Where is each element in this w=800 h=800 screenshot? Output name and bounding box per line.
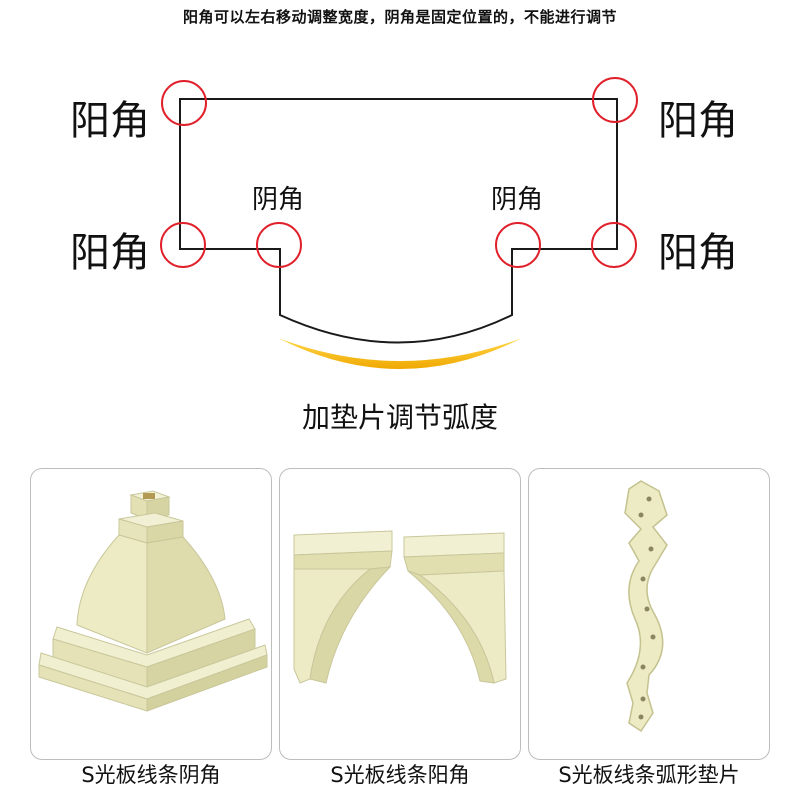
corner-circle-inner-right bbox=[495, 222, 541, 268]
curved-shim-image bbox=[624, 480, 668, 733]
product-card-inner-corner bbox=[30, 468, 272, 760]
header-note: 阳角可以左右移动调整宽度，阴角是固定位置的，不能进行调节 bbox=[182, 8, 617, 26]
corner-circle-inner-left bbox=[256, 222, 302, 268]
label-outer-mid-right: 阳角 bbox=[658, 230, 738, 276]
shim-arc bbox=[278, 338, 522, 369]
corner-diagram bbox=[160, 77, 638, 369]
product-caption-curved-shim: S光板线条弧形垫片 bbox=[558, 763, 740, 787]
outer-corner-image bbox=[293, 530, 507, 684]
product-caption-outer-corner: S光板线条阳角 bbox=[330, 763, 470, 787]
label-inner-right: 阴角 bbox=[491, 185, 544, 215]
corner-circle-mid-right bbox=[591, 222, 637, 268]
label-outer-top-left: 阳角 bbox=[70, 98, 150, 144]
label-inner-left: 阴角 bbox=[252, 185, 305, 215]
product-card-curved-shim bbox=[528, 468, 770, 760]
inner-corner-image bbox=[38, 490, 268, 712]
label-outer-mid-left: 阳角 bbox=[70, 230, 150, 276]
corner-circle-mid-left bbox=[160, 222, 206, 268]
label-outer-top-right: 阳角 bbox=[658, 98, 738, 144]
product-caption-inner-corner: S光板线条阴角 bbox=[81, 763, 221, 787]
diagram-caption: 加垫片调节弧度 bbox=[301, 401, 498, 434]
product-card-outer-corner bbox=[279, 468, 521, 760]
corner-circle-top-left bbox=[161, 80, 207, 126]
corner-circle-top-right bbox=[592, 77, 638, 123]
profile-outline bbox=[179, 98, 618, 344]
